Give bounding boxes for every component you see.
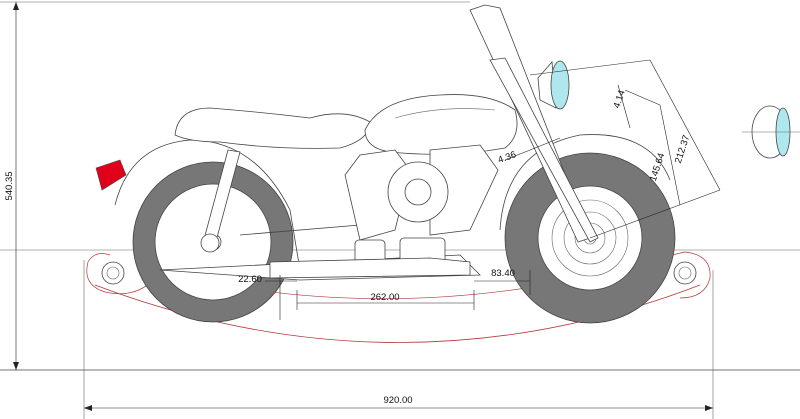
dim-fork-2: 212.37 xyxy=(673,134,692,165)
dim-fork-3: 145.64 xyxy=(648,152,667,183)
rear-shock xyxy=(200,149,241,253)
dim-fork-dim-3-line xyxy=(659,104,681,206)
rocker-left-hub xyxy=(106,266,120,280)
fork-tube-2 xyxy=(489,57,599,243)
dim-fork-ext-1 xyxy=(529,59,651,76)
front-disc-inner xyxy=(563,211,617,265)
engine-cover-inner xyxy=(404,178,432,206)
front-disc xyxy=(551,199,629,277)
dim-fork-dim-1-line xyxy=(617,84,631,129)
headlight xyxy=(537,60,570,110)
headlight-side-view xyxy=(742,105,800,159)
tank-trim xyxy=(394,108,496,119)
rocker-right-wheel xyxy=(673,261,697,285)
front-fork xyxy=(469,4,599,243)
dim-fork-ext-2 xyxy=(589,189,721,239)
fuel-tank xyxy=(364,94,518,155)
rocker-outline xyxy=(86,251,711,300)
dim-arrow xyxy=(13,2,19,10)
engine xyxy=(344,144,499,269)
dim-wheel-gap: 262.00 xyxy=(370,292,399,303)
tail-light xyxy=(95,159,127,191)
shock-mount xyxy=(200,233,220,253)
exhaust-pipe xyxy=(269,257,471,279)
rocker-right-hub xyxy=(678,266,692,280)
dim-arrow xyxy=(84,405,92,411)
dim-fork-1: 4.14 xyxy=(612,89,628,110)
seat xyxy=(174,107,371,149)
engine-front-cylinder xyxy=(429,144,499,236)
front-fender xyxy=(499,134,671,231)
dim-fork-ext-3 xyxy=(624,89,661,106)
rocker-left-wheel xyxy=(101,261,125,285)
headlight-lens xyxy=(550,60,570,110)
dim-fork-dim-4-line xyxy=(504,137,561,161)
dim-overall-height: 540.35 xyxy=(4,171,15,200)
dim-arrow xyxy=(13,362,19,370)
dim-fork-4: 4.36 xyxy=(497,149,518,166)
dim-left-offset: 22.60 xyxy=(238,274,262,285)
dim-arrow xyxy=(705,405,713,411)
dim-right-offset: 83.40 xyxy=(491,268,515,279)
dim-overall-width: 920.00 xyxy=(383,395,412,406)
dim-fork-dim-2-line xyxy=(649,59,721,191)
